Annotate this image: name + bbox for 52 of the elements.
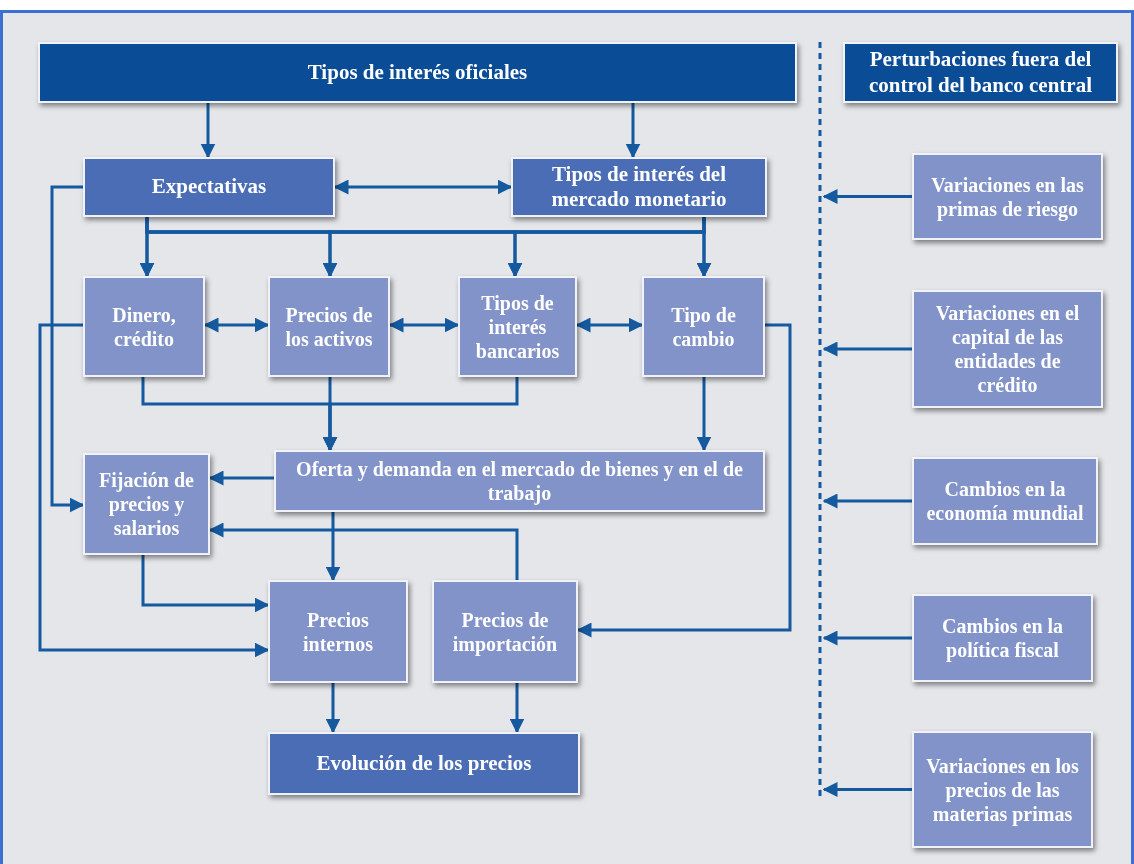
box-label: Expectativas	[151, 174, 267, 200]
arrow	[141, 555, 270, 613]
arrow	[696, 217, 712, 278]
box-label: Oferta y demanda en el mercado de bienes y en el de trabajo	[295, 457, 744, 505]
arrow	[696, 377, 712, 452]
process-box	[642, 276, 765, 377]
process-box	[432, 580, 578, 683]
arrow	[822, 630, 912, 646]
process-box	[511, 157, 767, 217]
box-label: Tipo de cambio	[670, 302, 737, 351]
box-label: Precios internos	[302, 607, 374, 656]
process-box	[458, 276, 577, 377]
process-box	[83, 276, 205, 377]
box-label: Fijación de precios y salarios	[98, 468, 195, 540]
box-label: Variaciones en los precios de las materias primas	[925, 753, 1080, 826]
box-label: Perturbaciones fuera del control del banco central	[868, 47, 1093, 98]
arrow	[50, 185, 85, 513]
arrow	[200, 103, 216, 159]
arrow	[325, 512, 341, 582]
process-box	[912, 731, 1093, 848]
box-label: Cambios en la política fiscal	[940, 614, 1065, 662]
process-box	[912, 153, 1103, 240]
process-box	[38, 42, 797, 103]
box-label: Tipos de interés oficiales	[307, 59, 528, 86]
process-box	[274, 450, 765, 512]
arrow	[822, 493, 912, 509]
process-box	[268, 580, 408, 683]
process-box	[912, 457, 1098, 545]
arrow	[38, 323, 270, 658]
box-label: Cambios en la economía mundial	[925, 477, 1085, 525]
box-label: Variaciones en el capital de las entidades de crédito	[934, 301, 1081, 397]
arrow	[625, 103, 641, 159]
box-label: Tipos de interés bancarios	[474, 290, 561, 363]
process-box	[83, 453, 210, 555]
box-label: Evolución de los precios	[316, 750, 532, 777]
process-box	[268, 732, 580, 795]
process-box	[83, 157, 335, 217]
process-box	[912, 290, 1103, 408]
process-box	[843, 42, 1118, 103]
arrow	[325, 683, 341, 734]
box-label: Variaciones en las primas de riesgo	[930, 172, 1085, 221]
box-label: Precios de los activos	[284, 302, 374, 351]
box-label: Dinero, crédito	[111, 302, 177, 351]
box-label: Tipos de interés del mercado monetario	[550, 161, 728, 213]
arrow	[509, 683, 525, 734]
arrow	[822, 189, 912, 204]
arrow	[822, 341, 912, 357]
arrow	[322, 377, 519, 452]
box-label: Precios de importación	[451, 607, 559, 656]
arrow	[822, 782, 912, 797]
process-box	[912, 594, 1093, 682]
process-box	[268, 276, 390, 377]
